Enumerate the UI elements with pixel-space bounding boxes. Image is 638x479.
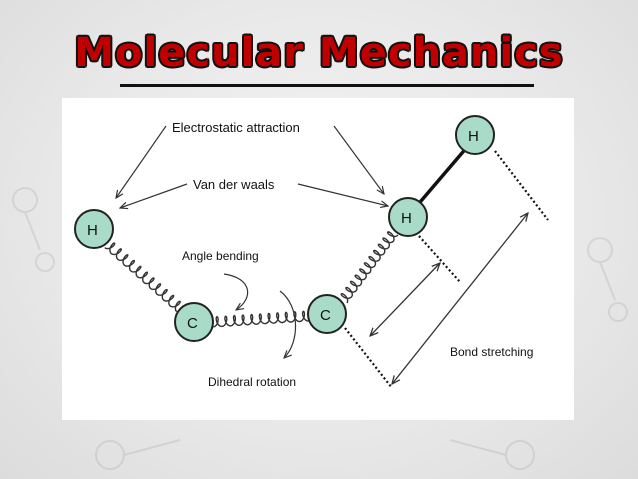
angle-bending-label: Angle bending — [182, 249, 259, 263]
spring-c-right-h-mid — [340, 231, 399, 304]
slide-title: Molecular Mechanics — [74, 30, 564, 76]
title-underline — [120, 84, 534, 87]
electrostatic-arrow-left — [116, 125, 167, 198]
dotted-line-bottom — [344, 327, 393, 389]
atom-h-top-label: H — [468, 128, 479, 145]
atom-c-right-label: C — [320, 307, 331, 324]
electrostatic-label: Electrostatic attraction — [172, 120, 300, 135]
dihedral-rotation-label: Dihedral rotation — [208, 375, 296, 389]
vdw-arrow-left — [120, 183, 188, 208]
dotted-line-mid — [418, 235, 461, 283]
stretch-arrow-short — [370, 263, 440, 336]
vdw-arrow-right — [297, 183, 388, 206]
angle-bending-arrow — [223, 273, 249, 310]
dihedral-rotation-arrow — [279, 290, 297, 358]
bond-stretching-label: Bond stretching — [450, 345, 533, 359]
atom-h-mid: H — [388, 197, 428, 237]
molecule-diagram: H C C H H Electrostatic attraction Van d… — [74, 115, 549, 389]
electrostatic-arrow-right — [333, 125, 384, 194]
bond-h-mid-h-top — [413, 144, 470, 210]
atom-h-left-label: H — [87, 222, 98, 239]
atom-h-top: H — [455, 115, 495, 155]
diagram-panel: H C C H H Electrostatic attraction Van d… — [62, 98, 574, 420]
stretch-arrow-long — [392, 213, 528, 384]
dotted-line-top — [494, 150, 549, 221]
spring-h-left-c-left — [104, 242, 181, 313]
van-der-waals-label: Van der waals — [193, 177, 275, 192]
atom-c-right: C — [307, 294, 347, 334]
atom-h-mid-label: H — [401, 210, 412, 227]
atom-h-left: H — [74, 209, 114, 249]
atom-c-left-label: C — [187, 315, 198, 332]
atom-c-left: C — [174, 302, 214, 342]
